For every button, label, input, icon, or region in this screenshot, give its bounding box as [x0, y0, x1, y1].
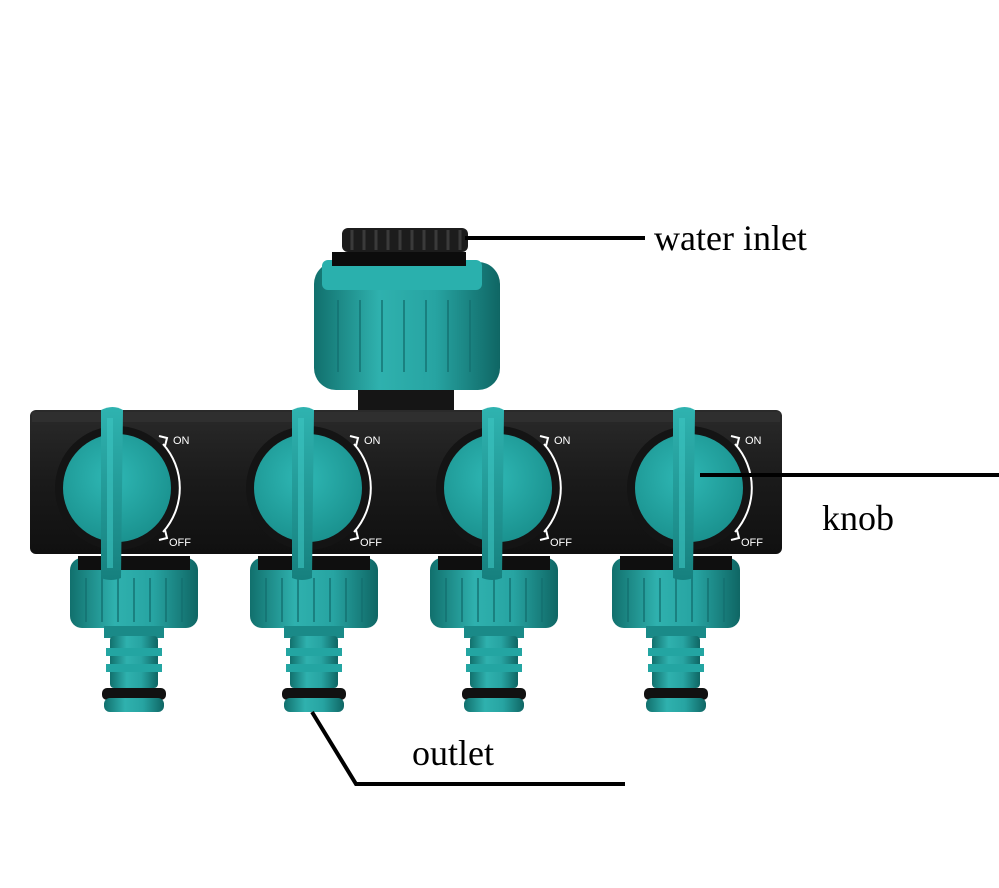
valve-off-label: OFF [169, 537, 191, 549]
valve-on-label: ON [173, 435, 190, 447]
valve-on-label: ON [364, 435, 381, 447]
arrow-icon [158, 529, 169, 541]
rotation-arc [543, 443, 562, 533]
rotation-arc [162, 443, 181, 533]
valves: ON OFF ON OFF ON OFF ON OFF [55, 407, 763, 580]
valve-off-label: OFF [741, 537, 763, 549]
arrow-icon [730, 435, 741, 447]
outlet-label: outlet [412, 733, 494, 773]
outlet-connector [70, 556, 198, 712]
water-inlet-label: water inlet [654, 218, 807, 258]
outlet-connector [612, 556, 740, 712]
valve[interactable]: ON OFF [55, 407, 191, 580]
valve[interactable]: ON OFF [436, 407, 572, 580]
rotation-arc [353, 443, 372, 533]
arrow-icon [349, 529, 360, 541]
knob-label: knob [822, 498, 894, 538]
arrow-icon [158, 435, 169, 447]
valve-on-label: ON [745, 435, 762, 447]
arrow-icon [349, 435, 360, 447]
outlet-leader-line [310, 710, 625, 786]
outlets [70, 556, 740, 712]
arrow-icon [539, 435, 550, 447]
manifold-body [30, 410, 782, 554]
water-inlet-connector [314, 228, 500, 420]
arrow-icon [539, 529, 550, 541]
valve[interactable]: ON OFF [627, 407, 763, 580]
valve[interactable]: ON OFF [246, 407, 382, 580]
inlet-cap [342, 228, 468, 252]
outlet-connector [250, 556, 378, 712]
valve-off-label: OFF [550, 537, 572, 549]
valve-off-label: OFF [360, 537, 382, 549]
valve-on-label: ON [554, 435, 571, 447]
arrow-icon [730, 529, 741, 541]
outlet-connector [430, 556, 558, 712]
rotation-arc [734, 443, 753, 533]
